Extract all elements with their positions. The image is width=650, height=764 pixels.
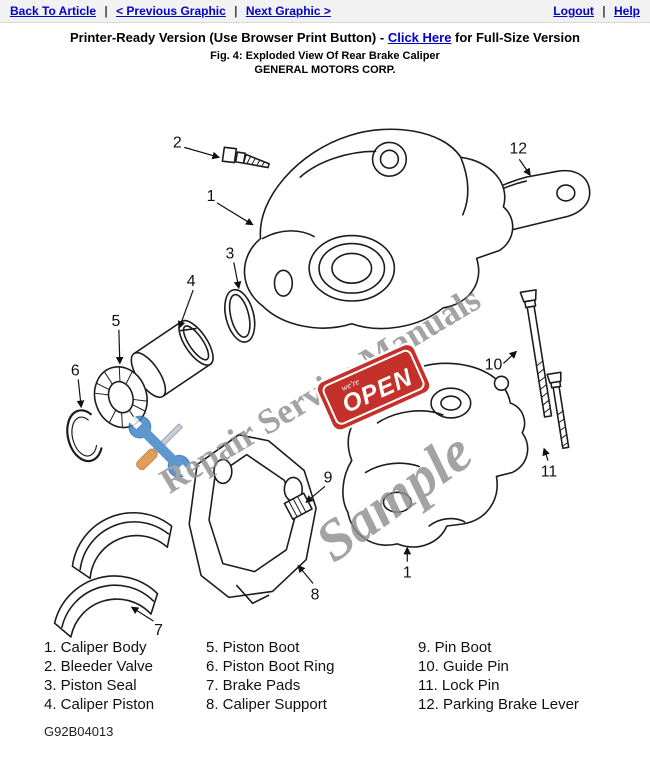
bleeder-valve-part xyxy=(221,146,270,169)
part-label-4: 4 xyxy=(187,273,196,290)
part-label-11: 11 xyxy=(541,463,558,480)
legend-item: 4. Caliper Piston xyxy=(44,696,155,713)
printer-ready-prefix: Printer-Ready Version (Use Browser Print… xyxy=(69,30,388,45)
legend-item: 11. Lock Pin xyxy=(418,677,500,694)
printer-ready-suffix: for Full-Size Version xyxy=(451,30,580,45)
previous-graphic-link[interactable]: < Previous Graphic xyxy=(116,4,226,18)
nav-separator: | xyxy=(234,4,238,18)
nav-separator: | xyxy=(104,4,108,18)
part-number-labels: 2 1 12 3 4 5 6 7 8 9 10 11 1 xyxy=(71,134,558,639)
piston-boot-ring-part xyxy=(66,409,103,463)
part-label-10: 10 xyxy=(485,356,503,373)
part-label-7: 7 xyxy=(154,622,163,638)
lock-pin-part xyxy=(546,371,570,450)
legend-item: 7. Brake Pads xyxy=(206,677,301,694)
part-label-1b: 1 xyxy=(403,565,412,582)
pin-boot-part xyxy=(283,492,313,520)
brake-pads-part xyxy=(53,512,173,638)
document-code: G92B04013 xyxy=(44,724,114,739)
piston-seal-part xyxy=(224,288,256,343)
legend-item: 9. Pin Boot xyxy=(418,639,492,656)
open-sign: we're OPEN xyxy=(315,342,432,432)
part-label-3: 3 xyxy=(225,245,234,262)
legend-item: 6. Piston Boot Ring xyxy=(206,658,335,675)
nav-right-group: Logout | Help xyxy=(553,4,640,18)
part-label-9: 9 xyxy=(324,469,333,486)
legend-column-2: 5. Piston Boot 6. Piston Boot Ring 7. Br… xyxy=(206,638,418,714)
printer-ready-line: Printer-Ready Version (Use Browser Print… xyxy=(0,30,650,45)
legend-item: 2. Bleeder Valve xyxy=(44,658,153,675)
exploded-diagram-svg: 2 1 12 3 4 5 6 7 8 9 10 11 1 xyxy=(53,128,591,639)
legend-item: 8. Caliper Support xyxy=(206,696,327,713)
part-label-5: 5 xyxy=(111,313,120,330)
guide-pin-part xyxy=(519,289,553,418)
caliper-body-part xyxy=(243,128,514,330)
legend-item: 10. Guide Pin xyxy=(418,658,509,675)
nav-separator: | xyxy=(602,4,606,18)
legend: 1. Caliper Body 2. Bleeder Valve 3. Pist… xyxy=(0,638,650,714)
back-to-article-link[interactable]: Back To Article xyxy=(10,4,97,18)
legend-item: 3. Piston Seal xyxy=(44,677,137,694)
nav-left-group: Back To Article | < Previous Graphic | N… xyxy=(10,4,331,18)
legend-item: 1. Caliper Body xyxy=(44,639,147,656)
logout-link[interactable]: Logout xyxy=(553,4,594,18)
legend-column-1: 1. Caliper Body 2. Bleeder Valve 3. Pist… xyxy=(44,638,206,714)
caliper-support-part xyxy=(188,434,317,605)
caliper-piston-part xyxy=(130,319,214,399)
part-label-1: 1 xyxy=(207,188,216,205)
diagram: 2 1 12 3 4 5 6 7 8 9 10 11 1 xyxy=(0,78,650,639)
legend-item: 12. Parking Brake Lever xyxy=(418,696,579,713)
help-link[interactable]: Help xyxy=(613,4,640,18)
legend-column-3: 9. Pin Boot 10. Guide Pin 11. Lock Pin 1… xyxy=(418,638,579,714)
top-nav: Back To Article | < Previous Graphic | N… xyxy=(0,0,650,23)
wrench-screwdriver-icon xyxy=(128,415,191,478)
legend-item: 5. Piston Boot xyxy=(206,639,300,656)
leader-lines xyxy=(76,146,550,622)
figure-caption: Fig. 4: Exploded View Of Rear Brake Cali… xyxy=(210,50,440,62)
part-label-6: 6 xyxy=(71,362,80,379)
part-label-8: 8 xyxy=(311,586,320,603)
part-label-12: 12 xyxy=(509,140,527,157)
full-size-link[interactable]: Click Here xyxy=(387,30,452,45)
company-name: GENERAL MOTORS CORP. xyxy=(254,64,396,76)
part-label-2: 2 xyxy=(173,134,182,151)
next-graphic-link[interactable]: Next Graphic > xyxy=(245,4,331,18)
